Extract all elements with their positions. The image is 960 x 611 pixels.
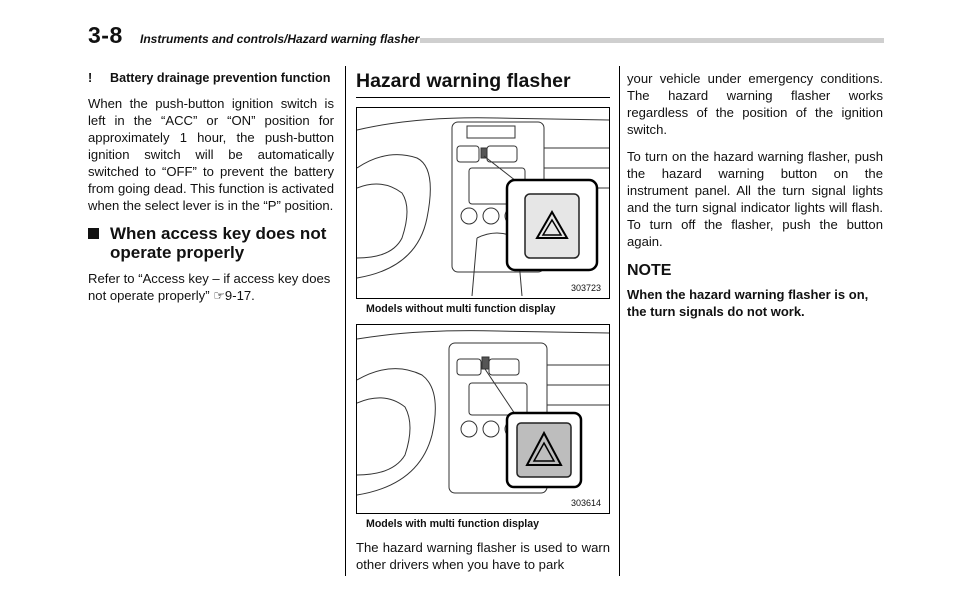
bullet-heading: ! Battery drainage prevention function <box>88 70 334 86</box>
header-rule <box>420 38 884 43</box>
intro-paragraph: The hazard warning flasher is used to wa… <box>356 540 610 572</box>
figure-code: 303614 <box>570 498 601 508</box>
note-heading: NOTE <box>627 262 672 279</box>
figure-code: 303723 <box>570 283 601 293</box>
access-key-paragraph: Refer to “Access key – if access key doe… <box>88 271 331 303</box>
figure-without-display: 303723 <box>356 107 610 299</box>
column-middle: Hazard warning flasher <box>356 70 610 583</box>
square-bullet-icon <box>88 228 99 239</box>
subheading-text: When access key does not operate properl… <box>110 224 327 262</box>
column-divider-1 <box>345 66 346 576</box>
section-title: Instruments and controls/Hazard warning … <box>140 32 420 46</box>
column-divider-2 <box>619 66 620 576</box>
figure-caption: Models with multi function display <box>366 518 540 530</box>
note-text: When the hazard warning flasher is on, t… <box>627 287 869 319</box>
page-title: Hazard warning flasher <box>356 70 571 92</box>
figure-caption: Models without multi function display <box>366 303 556 315</box>
bullet-title: Battery drainage prevention function <box>110 71 331 85</box>
page-header: 3-8 Instruments and controls/Hazard warn… <box>88 22 884 52</box>
battery-paragraph: When the push-button ignition switch is … <box>88 96 334 213</box>
dashboard-illustration-2 <box>357 330 609 496</box>
instructions-paragraph: To turn on the hazard warning flasher, p… <box>627 149 883 249</box>
continuation-paragraph: your vehicle under emergency conditions.… <box>627 71 883 137</box>
title-rule <box>356 97 610 98</box>
subheading: When access key does not operate properl… <box>88 224 334 262</box>
figure-with-display: 303614 <box>356 324 610 514</box>
page-number: 3-8 <box>88 22 123 48</box>
column-left: ! Battery drainage prevention function W… <box>88 70 334 314</box>
bullet-mark: ! <box>88 71 93 85</box>
dashboard-illustration-1 <box>357 117 609 297</box>
column-right: your vehicle under emergency conditions.… <box>627 70 883 320</box>
